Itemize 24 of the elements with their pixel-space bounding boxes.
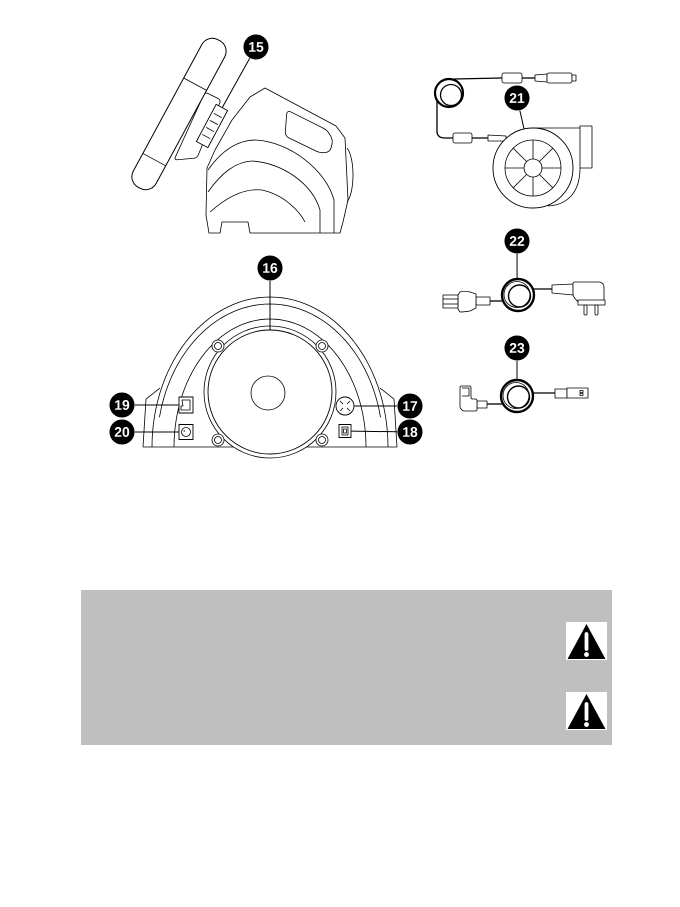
- callout-number: 22: [504, 228, 530, 254]
- motor-disc: [204, 326, 336, 458]
- leader-line: [516, 360, 518, 380]
- quick-release-hub: [196, 104, 228, 148]
- callout-number: 21: [504, 86, 530, 110]
- fan: [492, 126, 592, 208]
- leader-line: [350, 430, 398, 432]
- leader-line: [519, 110, 524, 130]
- leader-line: [516, 253, 518, 278]
- cable-coil: [500, 278, 536, 312]
- callout-number: 18: [398, 420, 422, 444]
- callout-number: 19: [110, 392, 134, 418]
- leader-line: [222, 58, 250, 108]
- square-port: [338, 424, 352, 438]
- round-port: [336, 396, 354, 416]
- cable-coil: [500, 378, 534, 414]
- callout-number: 20: [110, 420, 134, 444]
- square-port: [178, 424, 194, 440]
- square-port: [178, 396, 194, 414]
- callout-number: 23: [504, 336, 530, 360]
- callout-number: 16: [258, 256, 282, 280]
- callout-number: 17: [398, 394, 422, 418]
- leader-line: [134, 404, 180, 406]
- callout-number: 15: [244, 34, 268, 60]
